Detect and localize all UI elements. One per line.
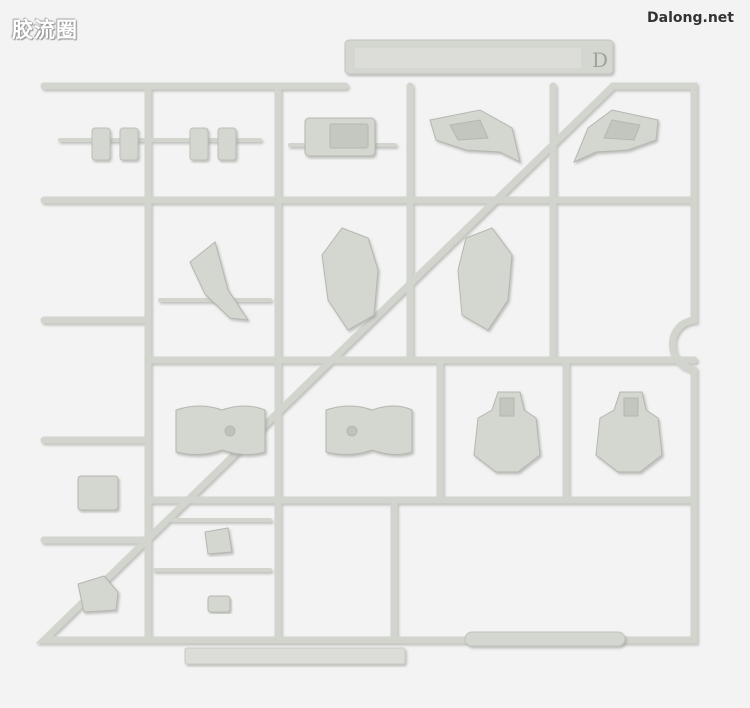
part-shield-right [457, 227, 513, 331]
part-wing-right [573, 109, 659, 163]
sprue-frame [35, 82, 698, 644]
watermark-site-right: Dalong.net [647, 10, 734, 26]
part-blade [189, 241, 250, 321]
part-small-block-2 [77, 575, 119, 613]
part-block-top [304, 117, 376, 157]
part-armor-right [595, 391, 663, 473]
part-cylinder-left [175, 405, 266, 456]
part-armor-left [473, 391, 541, 473]
part-cylinder-right [325, 405, 413, 456]
sprue-tag-letter: D [592, 48, 608, 72]
part-small-block-1 [77, 475, 119, 511]
watermark-logo-left: 胶流圈 [12, 18, 78, 42]
part-peg-small [207, 595, 231, 613]
bottom-gate-bar [184, 631, 626, 665]
part-small-pegs [91, 127, 237, 161]
sprue-tag-plate: D [344, 39, 614, 75]
part-wing-left [429, 109, 521, 163]
part-shield-left [321, 227, 379, 331]
part-connector [204, 527, 233, 555]
